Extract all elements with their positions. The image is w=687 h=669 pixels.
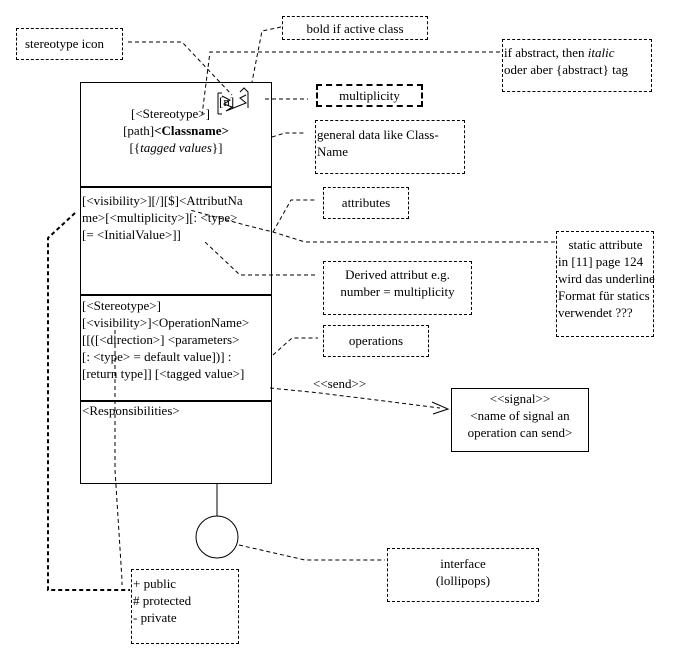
- operations-compartment[interactable]: [<Stereotype>] [<visibility>]<OperationN…: [81, 294, 271, 400]
- note-text: wird das underline: [558, 271, 655, 286]
- visibility-protected: # protected: [133, 593, 192, 608]
- operation-syntax-line: [<Stereotype>]: [82, 298, 161, 313]
- attributes-compartment[interactable]: [<visibility>][/][$]<AttributNa me>[<mul…: [81, 186, 271, 294]
- visibility-public: + public: [133, 576, 177, 591]
- operation-syntax-line: [return type]] [<tagged value>]: [82, 366, 245, 381]
- note-abstract: if abstract, then italic oder aber {abst…: [502, 39, 652, 92]
- visibility-private: - private: [133, 610, 177, 625]
- signal-box[interactable]: <<signal>> <name of signal an operation …: [451, 388, 589, 452]
- note-text: Format für statics: [558, 288, 650, 303]
- tagged-values-label: tagged values: [140, 140, 212, 155]
- note-text: Derived attribut e.g.: [345, 267, 450, 282]
- connector-general-data: [271, 132, 306, 138]
- tagged-open: [{: [129, 140, 141, 155]
- note-text: verwendet ???: [558, 305, 633, 320]
- operation-syntax-line: [: <type> = default value])] :: [82, 349, 232, 364]
- note-operations: operations: [323, 325, 429, 357]
- note-general-data: general data like Class- Name: [315, 120, 465, 174]
- connector-operations: [272, 337, 318, 356]
- note-text: general data like Class-: [317, 127, 439, 142]
- connector-stereotype-icon: [128, 41, 233, 96]
- attribute-syntax-line: [= <InitialValue>]]: [82, 227, 181, 242]
- signal-name-line: <name of signal an: [470, 408, 570, 423]
- signal-name-line: operation can send>: [467, 425, 573, 440]
- signal-stereotype: <<signal>>: [489, 391, 551, 406]
- note-text: Name: [317, 144, 349, 159]
- note-stereotype-icon: stereotype icon: [16, 28, 123, 60]
- note-text: static attribute: [568, 237, 643, 252]
- note-text: bold if active class: [306, 21, 404, 36]
- connector-static-attribute: [189, 209, 555, 243]
- note-bold-active-class: bold if active class: [282, 16, 428, 40]
- connector-visibility-attributes: [47, 212, 130, 591]
- send-arrowhead: [431, 401, 450, 415]
- class-box[interactable]: [<Stereotype>] [n] [path]<Classname> [{t…: [80, 82, 272, 484]
- classname-label: <Classname>: [154, 123, 229, 138]
- note-text-prefix: if abstract, then: [504, 45, 588, 60]
- stereotype-icon-glyph: [217, 87, 249, 115]
- operation-syntax-line: [[([<direction>] <parameters>: [82, 332, 240, 347]
- responsibilities-compartment[interactable]: <Responsibilities>: [81, 400, 271, 483]
- name-compartment: [<Stereotype>] [n] [path]<Classname> [{t…: [81, 83, 271, 186]
- stereotype-label: [<Stereotype>]: [131, 106, 210, 121]
- connector-send: [269, 387, 441, 409]
- note-text: oder aber {abstract} tag: [504, 62, 629, 77]
- note-text: attributes: [341, 195, 391, 210]
- attribute-syntax-line: [<visibility>][/][$]<AttributNa: [82, 193, 243, 208]
- operation-syntax-line: [<visibility>]<OperationName>: [82, 315, 250, 330]
- note-text: interface: [440, 556, 486, 571]
- note-attributes: attributes: [323, 187, 409, 219]
- connector-bold-active: [251, 26, 282, 83]
- note-text: operations: [348, 333, 404, 348]
- note-static-attribute: static attribute in [11] page 124 wird d…: [556, 231, 655, 337]
- responsibilities-label: <Responsibilities>: [82, 403, 180, 418]
- class-multiplicity-tag: [n]: [219, 94, 235, 109]
- note-derived-attribute: Derived attribut e.g. number = multiplic…: [323, 261, 472, 315]
- note-multiplicity: multiplicity: [316, 84, 423, 107]
- send-label-text: <<send>>: [313, 376, 367, 391]
- note-text: in [11] page 124: [558, 254, 644, 269]
- note-text: (lollipops): [435, 573, 491, 588]
- note-visibility: + public # protected - private: [131, 569, 239, 644]
- connector-derived-attribute: [204, 241, 315, 276]
- tagged-close: }]: [211, 140, 223, 155]
- connector-attributes: [272, 199, 315, 233]
- note-text: if abstract, then italic: [504, 44, 651, 61]
- connector-abstract: [201, 51, 500, 116]
- note-text-italic: italic: [587, 45, 615, 60]
- note-text: number = multiplicity: [340, 284, 455, 299]
- path-label: [path]: [123, 123, 155, 138]
- note-text: multiplicity: [339, 88, 400, 103]
- note-interface: interface (lollipops): [387, 548, 539, 602]
- interface-lollipop: [195, 515, 239, 559]
- attribute-syntax-line: me>[<multiplicity>][: <type>: [82, 210, 238, 225]
- send-label: <<send>>: [313, 376, 366, 392]
- connector-interface: [238, 544, 385, 561]
- note-text: stereotype icon: [25, 36, 105, 51]
